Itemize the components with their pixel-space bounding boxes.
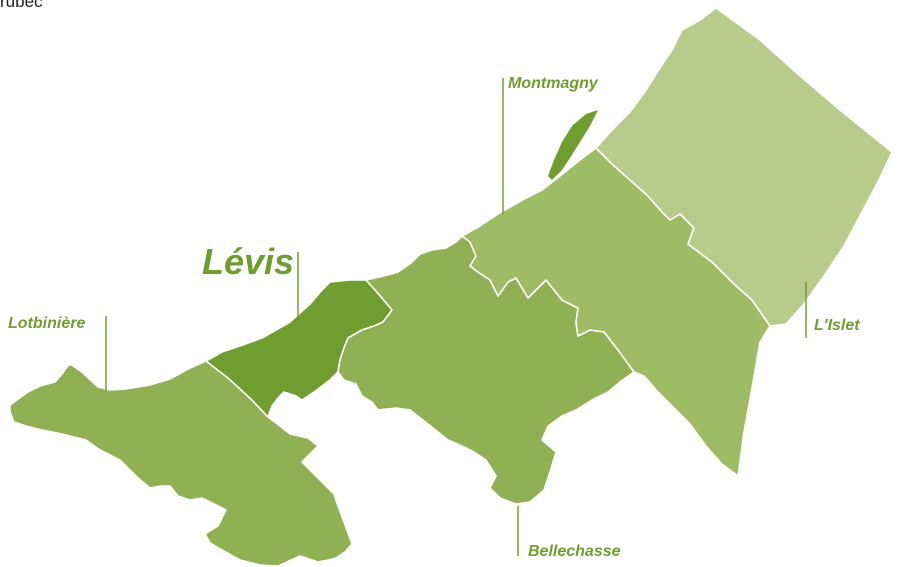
label-lotbiniere: Lotbinière xyxy=(8,315,86,332)
region-lislet[interactable] xyxy=(595,7,893,327)
river-island xyxy=(548,110,598,180)
label-levis: Lévis xyxy=(202,241,295,282)
region-lotbiniere[interactable] xyxy=(9,360,353,567)
cropped-heading-text: rubec xyxy=(0,0,43,11)
label-bellechasse: Bellechasse xyxy=(528,543,621,560)
label-lislet: L'Islet xyxy=(814,317,860,334)
label-montmagny: Montmagny xyxy=(508,75,598,92)
